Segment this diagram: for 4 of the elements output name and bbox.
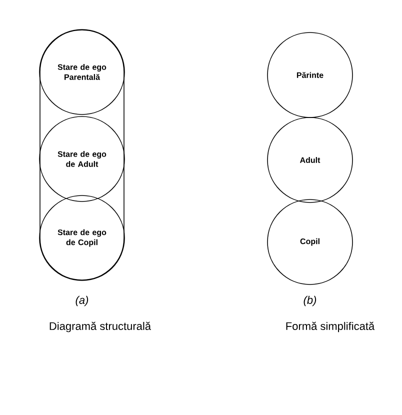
panel-label: (b) [304, 296, 316, 306]
caption: Diagramă structurală [50, 322, 152, 332]
caption: Formă simplificată [286, 322, 375, 332]
panel-label: (a) [76, 296, 88, 306]
